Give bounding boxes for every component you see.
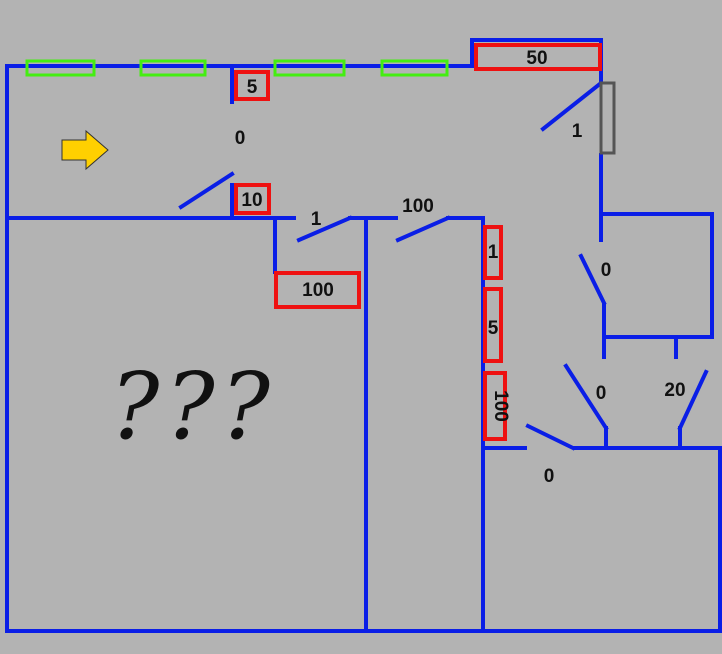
- label-corridor-door-2: 100: [402, 196, 434, 217]
- label-top-right-door: 1: [572, 121, 583, 142]
- label-mid-box: 10: [241, 190, 262, 211]
- label-top-box: 5: [247, 77, 258, 98]
- box-shaft-1[interactable]: [483, 225, 503, 280]
- window-1: [25, 59, 96, 77]
- window-3: [273, 59, 346, 77]
- windows: [25, 59, 449, 77]
- doors: [178, 80, 709, 451]
- door-corridor-1[interactable]: [296, 215, 353, 243]
- label-top-door: 0: [235, 128, 246, 149]
- door-right-room[interactable]: [578, 253, 607, 306]
- label-shaft-box-1: 1: [488, 242, 499, 263]
- label-top-right-box: 50: [526, 48, 547, 69]
- box-shaft-2[interactable]: [483, 287, 503, 363]
- cost-boxes: [234, 43, 602, 441]
- door-top-right[interactable]: [540, 80, 604, 132]
- wall-right-room: [599, 212, 714, 339]
- box-shaft-3[interactable]: [483, 371, 507, 441]
- door-bottom-room[interactable]: [525, 423, 576, 451]
- yellow-arrow-right-icon[interactable]: [61, 129, 109, 171]
- box-corridor[interactable]: [274, 271, 361, 309]
- label-lower-door-left: 0: [596, 383, 607, 404]
- walls: [5, 38, 722, 633]
- labels: 0 5 10 50 1 1 100 100 1 5 100 0 0 20 0: [235, 48, 686, 487]
- label-shaft-box-3: 100: [490, 390, 511, 422]
- label-corridor-door-1: 1: [311, 209, 322, 230]
- label-lower-door-right: 20: [664, 380, 685, 401]
- label-corridor-box: 100: [302, 280, 334, 301]
- box-top-right[interactable]: [474, 43, 602, 71]
- door-lower-left[interactable]: [563, 363, 609, 431]
- label-bottom-room-door: 0: [544, 466, 555, 487]
- box-top[interactable]: [234, 70, 270, 101]
- label-right-room-door: 0: [601, 260, 612, 281]
- door-corridor-2[interactable]: [395, 215, 451, 243]
- box-mid[interactable]: [234, 183, 271, 215]
- exit-door[interactable]: [599, 81, 616, 155]
- door-lower-right[interactable]: [677, 369, 709, 431]
- door-mid[interactable]: [178, 171, 235, 210]
- label-shaft-box-2: 5: [488, 318, 499, 339]
- window-2: [139, 59, 207, 77]
- window-4: [380, 59, 449, 77]
- mystery-room-text: ???: [110, 353, 276, 460]
